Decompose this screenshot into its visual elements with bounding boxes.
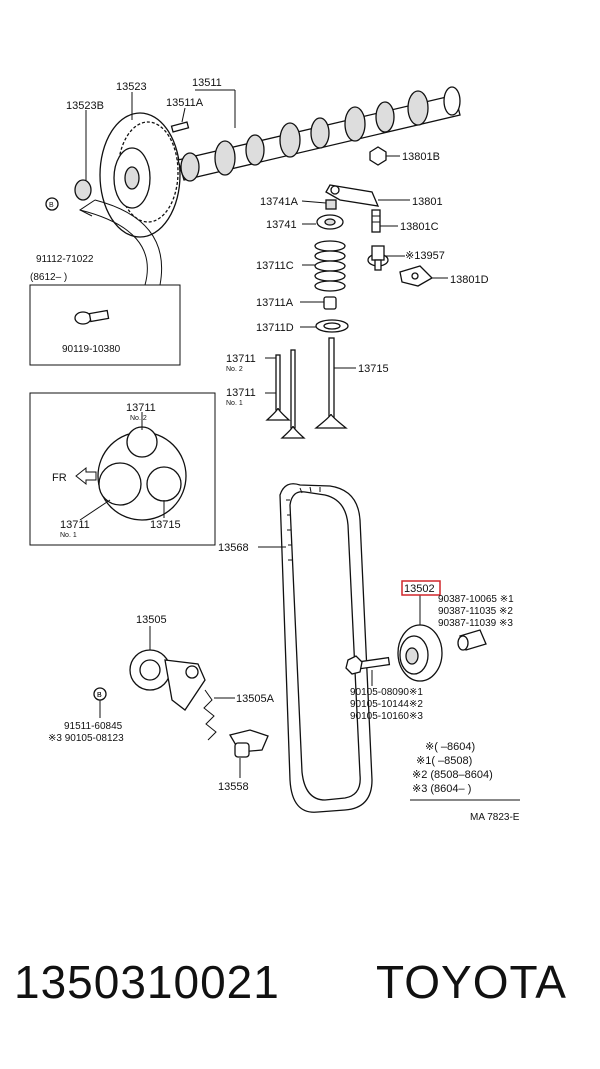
label-13568: 13568 bbox=[218, 542, 249, 554]
note-90105-10160: 90105-10160※3 bbox=[350, 711, 423, 722]
highlighted-part-13502[interactable]: 13502 bbox=[401, 580, 441, 596]
label-13505a: 13505A bbox=[236, 693, 275, 705]
leader-lines bbox=[85, 89, 520, 801]
svg-text:B: B bbox=[97, 692, 102, 699]
label-13711-no1: 13711 bbox=[226, 387, 256, 399]
assembly-arrow bbox=[79, 199, 163, 286]
inset-label-13715: 13715 bbox=[150, 519, 181, 531]
camshaft-pin[interactable] bbox=[170, 121, 190, 133]
legend-line-0: ※( –8604) bbox=[425, 741, 475, 753]
label-13523b: 13523B bbox=[66, 100, 104, 112]
label-13711-no2: 13711 bbox=[226, 353, 256, 365]
diagram-code: MA 7823-E bbox=[470, 812, 520, 823]
label-b2: B bbox=[97, 692, 102, 699]
label-b1: B bbox=[49, 202, 54, 209]
label-91112: 91112-71022 bbox=[36, 254, 94, 265]
intake-valve-no1[interactable] bbox=[265, 354, 291, 421]
label-13741a: 13741A bbox=[260, 196, 299, 208]
label-13801b: 13801B bbox=[402, 151, 440, 163]
adjusting-screw[interactable] bbox=[371, 209, 381, 233]
label-13801c: 13801C bbox=[400, 221, 439, 233]
label-13523: 13523 bbox=[116, 81, 147, 93]
label-13502: 13502 bbox=[404, 583, 435, 595]
rocker-guide-plate[interactable] bbox=[399, 265, 434, 287]
label-13505: 13505 bbox=[136, 614, 167, 626]
label-13711c: 13711C bbox=[256, 260, 294, 272]
label-13801d: 13801D bbox=[450, 274, 489, 286]
parts-diagram: B 13523 135 bbox=[29, 77, 520, 823]
note-90105-08123: ※3 90105-08123 bbox=[48, 733, 124, 744]
exhaust-valve-13715[interactable] bbox=[314, 337, 348, 429]
valve-arrangement-inset bbox=[29, 392, 216, 546]
part-footer: 1350310021 TOYOTA bbox=[0, 955, 600, 1025]
bolt-90105[interactable] bbox=[345, 655, 391, 675]
label-13711a: 13711A bbox=[256, 297, 294, 309]
note-90105-08090: 90105-08090※1 bbox=[350, 687, 423, 698]
timing-belt[interactable] bbox=[279, 483, 373, 813]
bolt-91511[interactable]: B bbox=[93, 687, 107, 701]
note-90387-11039: 90387-11039 ※3 bbox=[438, 618, 513, 629]
bolt-inset bbox=[29, 284, 181, 366]
brand-name: TOYOTA bbox=[376, 956, 567, 1008]
inset-label-no2: No. 2 bbox=[130, 415, 147, 422]
label-no1: No. 1 bbox=[226, 400, 243, 407]
camshaft[interactable] bbox=[177, 86, 461, 182]
rocker-support[interactable] bbox=[367, 245, 389, 271]
label-90119: 90119-10380 bbox=[62, 344, 121, 355]
inset-label-no1: No. 1 bbox=[60, 532, 77, 539]
label-8612: (8612– ) bbox=[30, 272, 67, 283]
collar-90387[interactable] bbox=[457, 629, 487, 651]
valve-keeper[interactable] bbox=[325, 199, 337, 210]
label-13511: 13511 bbox=[192, 77, 222, 89]
rocker-arm[interactable] bbox=[325, 184, 380, 207]
camshaft-timing-pulley[interactable] bbox=[99, 112, 181, 238]
part-labels: 13523 13511 13523B 13511A 13801B B 13741… bbox=[30, 77, 520, 823]
inset-label-13711-no1: 13711 bbox=[60, 519, 90, 531]
idler-pulley-13503[interactable] bbox=[397, 624, 443, 682]
note-90387-10065: 90387-10065 ※1 bbox=[438, 594, 514, 605]
pulley-washer[interactable] bbox=[74, 179, 92, 201]
label-13711d: 13711D bbox=[256, 322, 294, 334]
reference-b-marker bbox=[45, 197, 59, 211]
label-13741: 13741 bbox=[266, 219, 297, 231]
note-90387-11035: 90387-11035 ※2 bbox=[438, 606, 513, 617]
timing-belt-tensioner[interactable] bbox=[129, 649, 206, 711]
inset-label-fr: FR bbox=[52, 472, 67, 484]
inset-label-13711: 13711 bbox=[126, 402, 156, 414]
label-no2: No. 2 bbox=[226, 366, 243, 373]
legend-line-2: ※2 (8508–8604) bbox=[412, 769, 493, 781]
spring-seat[interactable] bbox=[315, 319, 349, 333]
spring-retainer[interactable] bbox=[316, 214, 344, 230]
label-13511a: 13511A bbox=[166, 97, 204, 109]
legend-line-1: ※1( –8508) bbox=[416, 755, 472, 767]
note-91511: 91511-60845 bbox=[64, 721, 123, 732]
exhaust-valve-no2[interactable] bbox=[280, 349, 306, 439]
valve-spring[interactable] bbox=[314, 240, 346, 292]
part-number: 1350310021 bbox=[14, 956, 280, 1008]
bolt-90119[interactable] bbox=[74, 309, 110, 325]
label-13957: ※13957 bbox=[405, 250, 445, 262]
note-90105-10144: 90105-10144※2 bbox=[350, 699, 423, 710]
label-13801: 13801 bbox=[412, 196, 443, 208]
tensioner-spring[interactable] bbox=[203, 689, 217, 741]
label-13715: 13715 bbox=[358, 363, 389, 375]
valve-stem-seal[interactable] bbox=[323, 296, 337, 310]
label-13558: 13558 bbox=[218, 781, 249, 793]
nut-13801b[interactable] bbox=[369, 146, 387, 166]
legend-line-3: ※3 (8604– ) bbox=[412, 783, 471, 795]
bracket-13558[interactable] bbox=[228, 729, 269, 758]
